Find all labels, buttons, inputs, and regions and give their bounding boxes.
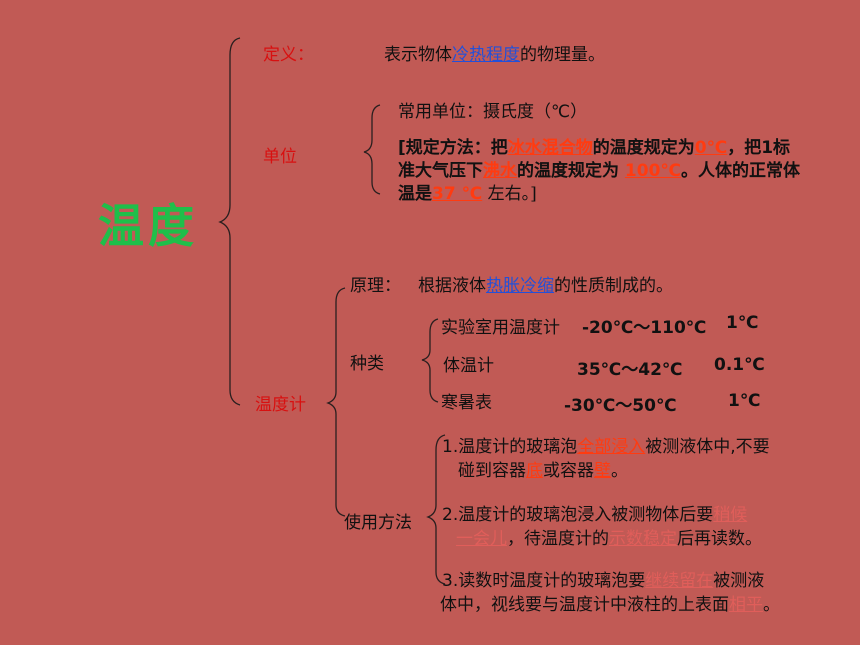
kind-range: 35℃～42℃	[577, 360, 683, 380]
kind-division: 1℃	[726, 313, 759, 333]
usage-step3-line2: 体中，视线要与温度计中液柱的上表面相平。	[440, 595, 780, 615]
principle-text: 根据液体热胀冷缩的性质制成的。	[418, 276, 673, 296]
kinds-brace	[421, 318, 439, 403]
kind-range: -30℃～50℃	[564, 396, 677, 416]
definition-label: 定义：	[263, 45, 314, 65]
definition-text: 表示物体冷热程度的物理量。	[384, 45, 605, 65]
usage-label: 使用方法	[344, 513, 412, 533]
kind-name: 寒暑表	[441, 393, 492, 413]
kind-range: -20℃～110℃	[582, 318, 707, 338]
unit-rule-line1: [规定方法：把冰水混合物的温度规定为0℃，把1标	[398, 138, 791, 158]
usage-step2-line2: 一会儿，待温度计的示数稳定后再读数。	[456, 529, 762, 549]
unit-rule-line2: 准大气压下沸水的温度规定为 100℃。人体的正常体	[398, 161, 800, 181]
definition-highlight: 冷热程度	[452, 45, 520, 65]
usage-step2-line1: 2.温度计的玻璃泡浸入被测物体后要稍候	[442, 505, 748, 525]
main-brace	[218, 37, 241, 406]
thermometer-brace	[326, 287, 346, 517]
unit-rule-line3: 温是37 ℃ 左右。]	[398, 184, 537, 204]
kind-name: 体温计	[443, 356, 494, 376]
usage-step3-line1: 3.读数时温度计的玻璃泡要继续留在被测液	[442, 571, 765, 591]
kinds-label: 种类	[350, 354, 384, 374]
kind-division: 1℃	[728, 391, 761, 411]
usage-step1-line2: 碰到容器底或容器壁。	[458, 461, 628, 481]
unit-common: 常用单位：摄氏度（℃）	[398, 102, 588, 122]
usage-brace	[426, 434, 446, 585]
topic-title: 温度	[98, 199, 198, 253]
principle-label: 原理：	[350, 276, 401, 296]
unit-label: 单位	[263, 147, 297, 167]
thermometer-label: 温度计	[255, 395, 306, 415]
usage-step1-line1: 1.温度计的玻璃泡全部浸入被测液体中,不要	[442, 437, 770, 457]
kind-division: 0.1℃	[714, 355, 765, 375]
kind-name: 实验室用温度计	[441, 318, 560, 338]
unit-brace	[363, 104, 381, 195]
